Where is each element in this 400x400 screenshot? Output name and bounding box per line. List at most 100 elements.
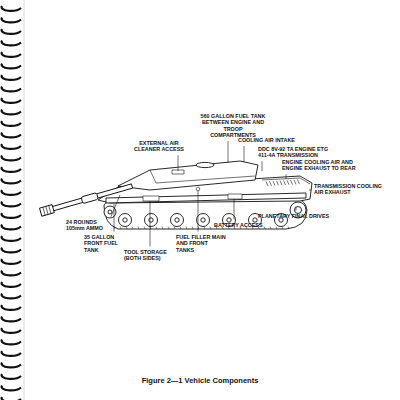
callout-label: 35 GALLON FRONT FUEL TANK: [84, 234, 126, 253]
leader-line: [286, 174, 287, 179]
leader-line: [228, 141, 229, 163]
figure-caption: Figure 2—1 Vehicle Components: [110, 376, 290, 385]
leader-line: [262, 161, 263, 171]
grille-slat: [280, 181, 282, 186]
grille-slat: [294, 180, 296, 185]
callout-label: TRANSMISSION COOLING AIR EXHAUST: [314, 183, 384, 196]
binding-ring: [2, 202, 21, 207]
callout-label: 24 ROUNDS 105mm AMMO: [66, 219, 110, 232]
idler-hub: [108, 210, 112, 214]
track-link: [168, 227, 169, 230]
leader-line: [150, 201, 151, 247]
track-link: [156, 227, 157, 230]
binding-ring: [2, 110, 21, 115]
binding-ring: [2, 156, 21, 161]
road-wheel: [171, 214, 184, 227]
binding-ring: [2, 282, 21, 287]
binding-ring: [2, 98, 21, 103]
binding-ring: [2, 190, 21, 195]
binding-ring: [2, 363, 21, 368]
binding-ring: [2, 259, 21, 264]
track-link: [270, 227, 271, 230]
final-drive-hub: [295, 207, 302, 214]
grille-slat: [266, 182, 268, 187]
binding-ring: [2, 294, 21, 299]
track-link: [210, 227, 211, 230]
tool-box: [143, 196, 159, 201]
binding-ring: [2, 167, 21, 172]
binding-ring: [2, 213, 21, 218]
grille-slat: [270, 181, 272, 186]
road-wheel: [119, 214, 132, 227]
rear-deck-grille: [266, 180, 300, 186]
track-link: [264, 227, 265, 230]
leader-line: [234, 199, 235, 220]
binding-ring: [2, 179, 21, 184]
binding-ring: [2, 236, 21, 241]
callout-label: BATTERY ACCESS: [214, 222, 268, 228]
track-link: [132, 227, 133, 230]
leader-line: [296, 207, 297, 211]
binding-ring: [2, 271, 21, 276]
binding-ring: [2, 64, 21, 69]
binding-ring: [2, 248, 21, 253]
grille-slat: [284, 180, 286, 185]
binding-ring: [2, 133, 21, 138]
track-link: [288, 227, 289, 230]
callout-label: FUEL FILLER MAIN AND FRONT TANKS: [176, 234, 226, 253]
callout-label: 560 GALLON FUEL TANK BETWEEN ENGINE AND …: [200, 113, 266, 139]
track-link: [276, 227, 277, 230]
track-links: [114, 227, 289, 230]
binding-ring: [2, 317, 21, 322]
binding-ring: [2, 397, 21, 400]
binding-ring: [2, 305, 21, 310]
commander-cupola: [196, 162, 214, 167]
page-edge: [24, 0, 25, 400]
binding-ring: [2, 340, 21, 345]
track-link: [282, 227, 283, 230]
grille-slat: [287, 180, 289, 185]
callout-label: PLANETARY FINAL DRIVES: [258, 213, 338, 219]
binding-ring: [2, 6, 21, 11]
turret: [118, 161, 258, 190]
callout-label: COOLING AIR INTAKE: [238, 137, 304, 143]
binding-ring: [2, 18, 21, 23]
track-link: [186, 227, 187, 230]
binding-ring: [2, 121, 21, 126]
track-link: [120, 227, 121, 230]
binding-ring: [2, 41, 21, 46]
binding-ring: [2, 75, 21, 80]
grille-slat: [273, 181, 275, 186]
battery-access-panel: [228, 194, 242, 199]
grille-slat: [298, 180, 300, 185]
binding-ring: [2, 386, 21, 391]
binding-ring: [2, 29, 21, 34]
track-link: [174, 227, 175, 230]
road-wheel: [145, 214, 158, 227]
callout-label: ENGINE COOLING AIR AND ENGINE EXHAUST TO…: [282, 159, 362, 172]
leader-line: [309, 190, 312, 191]
turret-edge: [150, 170, 255, 183]
binding-ring: [2, 374, 21, 379]
grille-slat: [277, 181, 279, 186]
leader-line: [111, 195, 120, 217]
binding-ring: [2, 87, 21, 92]
track-link: [180, 227, 181, 230]
leader-line: [178, 155, 179, 171]
callout-label: EXTERNAL AIR CLEANER ACCESS: [130, 140, 188, 153]
grille-slat: [291, 180, 293, 185]
track-link: [138, 227, 139, 230]
callout-label: TOOL STORAGE (BOTH SIDES): [124, 249, 174, 262]
track-link: [144, 227, 145, 230]
binding-ring: [2, 225, 21, 230]
track-link: [162, 227, 163, 230]
side-skirt: [106, 193, 306, 203]
callout-label: DDC 8V-92 TA ENGINE ETG 411-4A TRANSMISS…: [258, 146, 336, 159]
binding-ring: [2, 144, 21, 149]
fuel-filler-cap: [196, 187, 200, 191]
leader-line: [244, 146, 245, 162]
main-gun: [40, 182, 134, 216]
binding-ring: [2, 351, 21, 356]
